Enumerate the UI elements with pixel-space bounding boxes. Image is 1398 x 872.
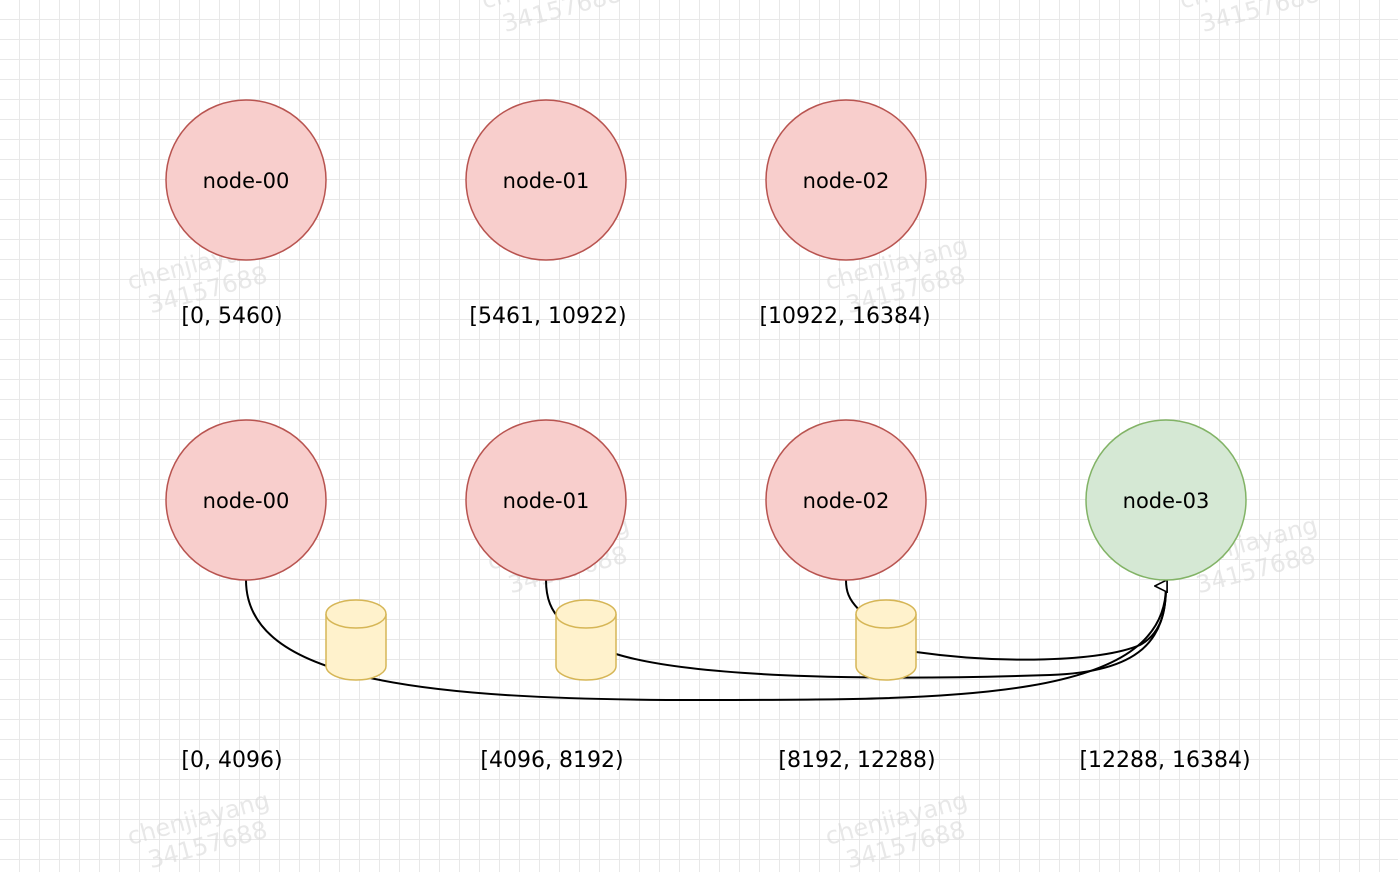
database-cylinder-01[interactable] — [555, 599, 617, 681]
bottom-range-03: [12288, 16384) — [1079, 748, 1250, 773]
edge-node-00-to-node-03[interactable] — [245, 580, 1166, 702]
node-label: node-02 — [803, 169, 890, 193]
watermark-id: 34157688 — [499, 0, 624, 38]
database-cylinder-02[interactable] — [855, 599, 917, 681]
node-label: node-00 — [203, 489, 290, 513]
node-label: node-02 — [803, 489, 890, 513]
top-node-02[interactable]: node-02 — [765, 99, 927, 261]
bottom-range-01: [4096, 8192) — [480, 748, 623, 773]
bottom-range-02: [8192, 12288) — [778, 748, 935, 773]
bottom-ranges: [0, 4096) [4096, 8192) [8192, 12288) [12… — [181, 748, 1250, 773]
node-label: node-03 — [1123, 489, 1210, 513]
top-range-02: [10922, 16384) — [759, 304, 930, 329]
top-node-00[interactable]: node-00 — [165, 99, 327, 261]
node-label: node-01 — [503, 489, 590, 513]
bottom-row: node-00 node-01 node-02 node-03 — [165, 419, 1247, 581]
bottom-range-00: [0, 4096) — [181, 748, 282, 773]
top-range-00: [0, 5460) — [181, 304, 282, 329]
bottom-node-02[interactable]: node-02 — [765, 419, 927, 581]
node-label: node-00 — [203, 169, 290, 193]
bottom-node-00[interactable]: node-00 — [165, 419, 327, 581]
watermark-id: 34157688 — [1197, 0, 1322, 38]
node-label: node-01 — [503, 169, 590, 193]
database-cylinder-00[interactable] — [325, 599, 387, 681]
top-row: node-00 node-01 node-02 [0, 5460) [5461,… — [165, 99, 931, 329]
databases — [325, 599, 917, 681]
bottom-node-01[interactable]: node-01 — [465, 419, 627, 581]
top-range-01: [5461, 10922) — [469, 304, 626, 329]
top-node-01[interactable]: node-01 — [465, 99, 627, 261]
bottom-node-03[interactable]: node-03 — [1085, 419, 1247, 581]
